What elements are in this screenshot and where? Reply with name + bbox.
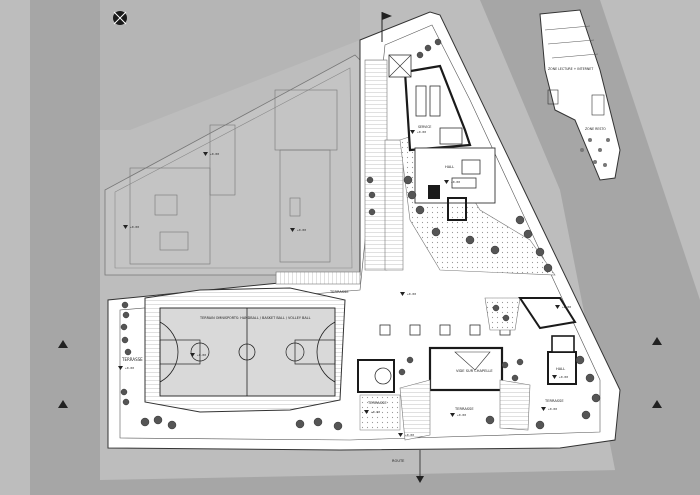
plan-labels: TERRAIN OMNISPORTS: HANDBALL / BASKET BA… [121, 67, 606, 463]
level-j: +0.00 [548, 407, 557, 411]
service-building [388, 54, 496, 221]
label-terrasse-low: TERRASSE [454, 407, 474, 411]
level-i: +0.00 [457, 413, 466, 417]
level-k: +0.00 [559, 375, 568, 379]
route-arrow-icon [416, 450, 424, 483]
label-terrasse-right: TERRASSE [544, 399, 564, 403]
section-marker-icons [58, 337, 662, 408]
ramp-strip-mid [384, 139, 404, 271]
label-vide-chapelle: VIDE SUR CHAPELLE [456, 369, 493, 373]
label-hall-low: HALL [556, 367, 565, 371]
label-terrasse-west: TERRASSE [121, 357, 143, 362]
flag-marker-icon [381, 12, 392, 42]
label-hall-top: HALL [445, 165, 454, 169]
label-terrasse-top: TERRASSE [329, 290, 349, 294]
level-n: +0.00 [197, 353, 206, 357]
label-terrasse-mid: TERRASSE [367, 401, 387, 405]
restaurant-building [539, 9, 621, 181]
level-c: +0.00 [297, 228, 306, 232]
north-arrow-icon [113, 11, 127, 25]
label-sports-field: TERRAIN OMNISPORTS: HANDBALL / BASKET BA… [199, 316, 311, 320]
level-d: +0.00 [407, 292, 416, 296]
level-e: +0.00 [125, 366, 134, 370]
level-markers: +0.00 +0.00 +0.00 +0.00 +0.00 +0.00 +0.0… [118, 130, 571, 437]
level-a: +0.00 [210, 152, 219, 156]
chapel [357, 335, 577, 441]
terrace-strip-south [275, 271, 361, 285]
sports-field [144, 287, 346, 413]
level-g: +0.00 [451, 180, 460, 184]
level-b: +0.00 [130, 225, 139, 229]
level-m: +0.00 [562, 305, 571, 309]
label-zone-resto: ZONE RESTO [585, 127, 606, 131]
courtyard [379, 297, 577, 336]
level-l: +0.00 [405, 433, 414, 437]
label-service: SERVICE [418, 125, 431, 129]
level-f: +0.00 [371, 410, 380, 414]
trees [120, 38, 601, 431]
level-h: +0.00 [417, 130, 426, 134]
label-route: ROUTE [392, 459, 405, 463]
label-zone-lecture: ZONE LECTURE + INTERNET [548, 67, 593, 71]
ramp-strip-west [364, 59, 388, 271]
